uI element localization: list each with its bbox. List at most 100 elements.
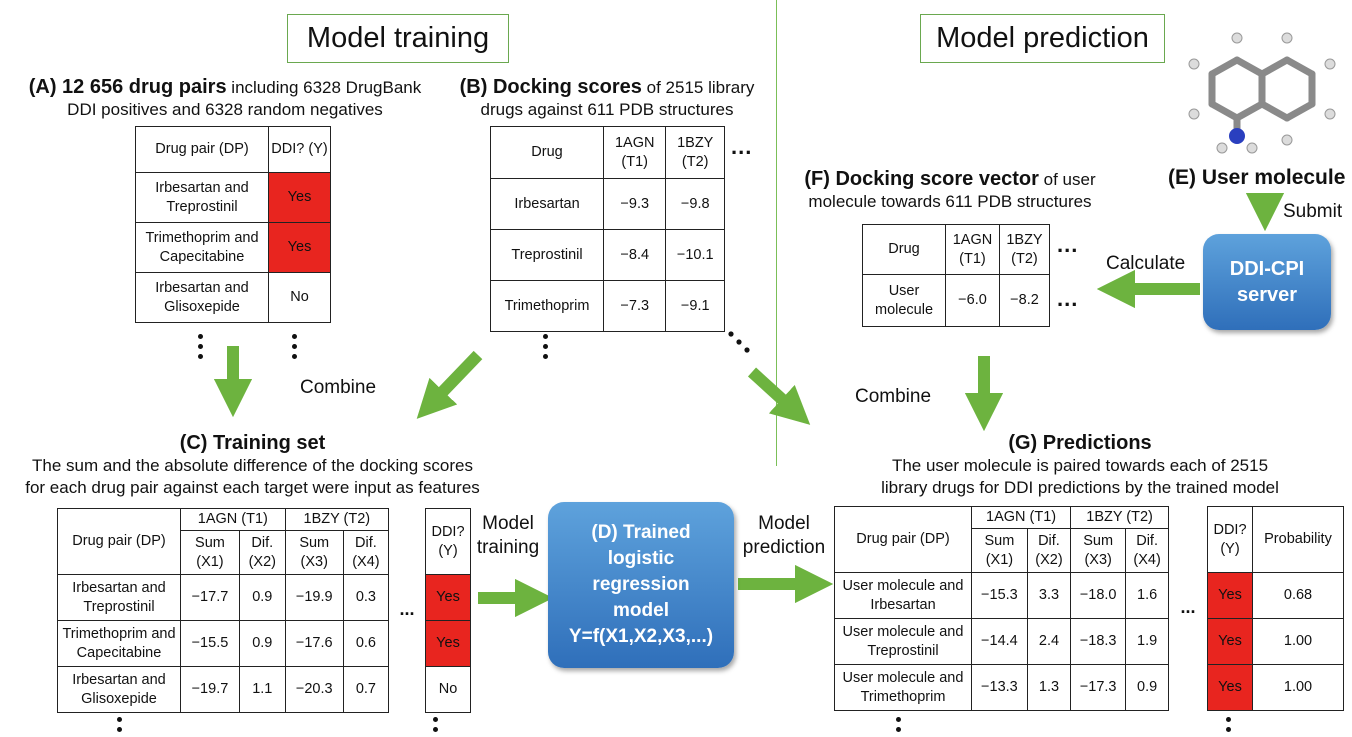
drug-pair-cell: User molecule and Trimethoprim	[834, 664, 972, 711]
horizontal-ellipsis: ...	[1057, 232, 1079, 257]
dif-label: Dif.	[1136, 532, 1158, 549]
score-cell: −9.1	[665, 280, 725, 332]
value-cell: 0.9	[238, 574, 286, 621]
user-molecule-image	[1188, 32, 1336, 154]
sub-header: Sum (X1)	[971, 528, 1028, 573]
drug-pair-cell: Irbesartan and Glisoxepide	[57, 666, 181, 713]
col-header-t1: 1AGN (T1)	[970, 506, 1072, 529]
ddi-cell: Yes	[268, 172, 331, 223]
panel-b-title-line2: drugs against 611 PDB structures	[480, 100, 734, 119]
value-cell: 0.6	[342, 620, 390, 667]
col-header: Drug pair (DP)	[57, 508, 181, 575]
model-formula: Y=f(X1,X2,X3,...)	[568, 626, 714, 647]
model-prediction-label: Model prediction	[734, 512, 834, 560]
sub-header: Sum(X3)	[1070, 528, 1127, 573]
panel-e-title: (E) User molecule	[1168, 166, 1346, 189]
panel-c-title-bold: (C) Training set	[179, 432, 326, 454]
score-cell: −9.3	[602, 178, 667, 230]
value-cell: −17.6	[284, 620, 344, 667]
ddi-cell: Yes	[425, 620, 471, 667]
combine-label-right: Combine	[855, 386, 932, 407]
col-header-t1: 1AGN (T1)	[180, 508, 286, 531]
sub-header: Dif.(X4)	[342, 530, 390, 575]
sub-header: Dif.(X2)	[1026, 528, 1072, 573]
col-header-t2: 1BZY(T2)	[665, 126, 725, 179]
server-label: DDI-CPI server	[1229, 258, 1305, 306]
score-cell: −8.4	[602, 229, 667, 281]
combine-label-left: Combine	[300, 377, 377, 398]
vertical-ellipsis	[896, 717, 902, 737]
calculate-label: Calculate	[1106, 253, 1186, 274]
target-name: 1BZY	[1006, 231, 1043, 248]
header-model-prediction: Model prediction	[920, 14, 1165, 63]
value-cell: −20.3	[284, 666, 344, 713]
vertical-ellipsis	[198, 334, 204, 364]
value-cell: −15.5	[180, 620, 240, 667]
panel-g-desc2: library drugs for DDI predictions by the…	[881, 478, 1279, 497]
panel-b-table: Drug 1AGN(T1) 1BZY(T2) Irbesartan−9.3−9.…	[490, 126, 725, 332]
panel-f-title: (F) Docking score vector of user molecul…	[780, 168, 1120, 213]
panel-c-table: Drug pair (DP) 1AGN (T1) 1BZY (T2) ... D…	[57, 508, 471, 713]
value-cell: 1.6	[1125, 572, 1169, 619]
feature-label: (X3)	[1084, 551, 1112, 568]
sub-header: Sum(X3)	[284, 530, 344, 575]
col-header: Drug	[862, 224, 946, 275]
col-header: DDI? (Y)	[425, 508, 471, 575]
panel-f-title-rest: of user	[1038, 170, 1096, 189]
drug-pair-cell: Irbesartan and Glisoxepide	[135, 272, 269, 323]
panel-a-title-bold: (A) 12 656 drug pairs	[28, 76, 227, 98]
col-header: DDI? (Y)	[268, 126, 331, 173]
target-id: (T2)	[1011, 250, 1038, 267]
label-line: training	[476, 537, 540, 558]
label-line: Model	[758, 513, 810, 534]
drug-cell: Treprostinil	[490, 229, 604, 281]
ddi-cell: Yes	[1207, 572, 1253, 619]
score-cell: −8.2	[998, 274, 1051, 327]
probability-cell: 0.68	[1252, 572, 1344, 619]
col-header: DDI? (Y)	[1207, 506, 1253, 573]
value-cell: −17.3	[1070, 664, 1127, 711]
col-header-t1: 1AGN(T1)	[602, 126, 667, 179]
probability-cell: 1.00	[1252, 664, 1344, 711]
col-header: Drug pair (DP)	[834, 506, 972, 573]
panel-g-title-bold: (G) Predictions	[1008, 432, 1152, 454]
ddi-cell: Yes	[425, 574, 471, 621]
value-cell: 1.1	[238, 666, 286, 713]
target-name: 1AGN	[952, 231, 993, 248]
sum-label: Sum	[299, 534, 330, 551]
sub-header: Sum(X1)	[180, 530, 240, 575]
value-cell: −18.0	[1070, 572, 1127, 619]
vertical-ellipsis	[1226, 717, 1232, 737]
dif-label: Dif.	[251, 534, 274, 551]
sum-label: Sum	[984, 532, 1015, 549]
feature-label: (X2)	[1035, 551, 1063, 568]
diagonal-ellipsis	[728, 331, 750, 353]
model-line: model	[613, 600, 669, 621]
ddi-cell: Yes	[268, 222, 331, 273]
value-cell: −14.4	[971, 618, 1028, 665]
panel-c-desc2: for each drug pair against each target w…	[25, 478, 480, 497]
feature-label: (X1)	[985, 551, 1014, 568]
horizontal-ellipsis: ...	[731, 134, 753, 159]
drug-pair-cell: Trimethoprim and Capecitabine	[135, 222, 269, 273]
section-divider	[776, 0, 777, 466]
vertical-ellipsis	[543, 334, 549, 364]
value-cell: 0.9	[238, 620, 286, 667]
drug-cell: Irbesartan	[490, 178, 604, 230]
model-training-label: Model training	[472, 512, 544, 560]
dif-label: Dif.	[355, 534, 377, 551]
score-cell: −9.8	[665, 178, 725, 230]
vertical-ellipsis	[433, 717, 439, 737]
value-cell: −15.3	[971, 572, 1028, 619]
value-cell: 3.3	[1026, 572, 1072, 619]
panel-a-title: (A) 12 656 drug pairs including 6328 Dru…	[10, 76, 440, 121]
col-header-t2: 1BZY (T2)	[998, 224, 1051, 275]
horizontal-ellipsis: ...	[399, 599, 415, 619]
panel-g-desc1: The user molecule is paired towards each…	[891, 456, 1269, 475]
horizontal-ellipsis: ...	[1057, 286, 1079, 311]
drug-pair-cell: Irbesartan and Treprostinil	[135, 172, 269, 223]
col-header: Drug pair (DP)	[135, 126, 269, 173]
panel-f-title-bold: (F) Docking score vector	[804, 168, 1039, 190]
feature-label: (X4)	[1133, 551, 1161, 568]
ddi-cell: Yes	[1207, 664, 1253, 711]
